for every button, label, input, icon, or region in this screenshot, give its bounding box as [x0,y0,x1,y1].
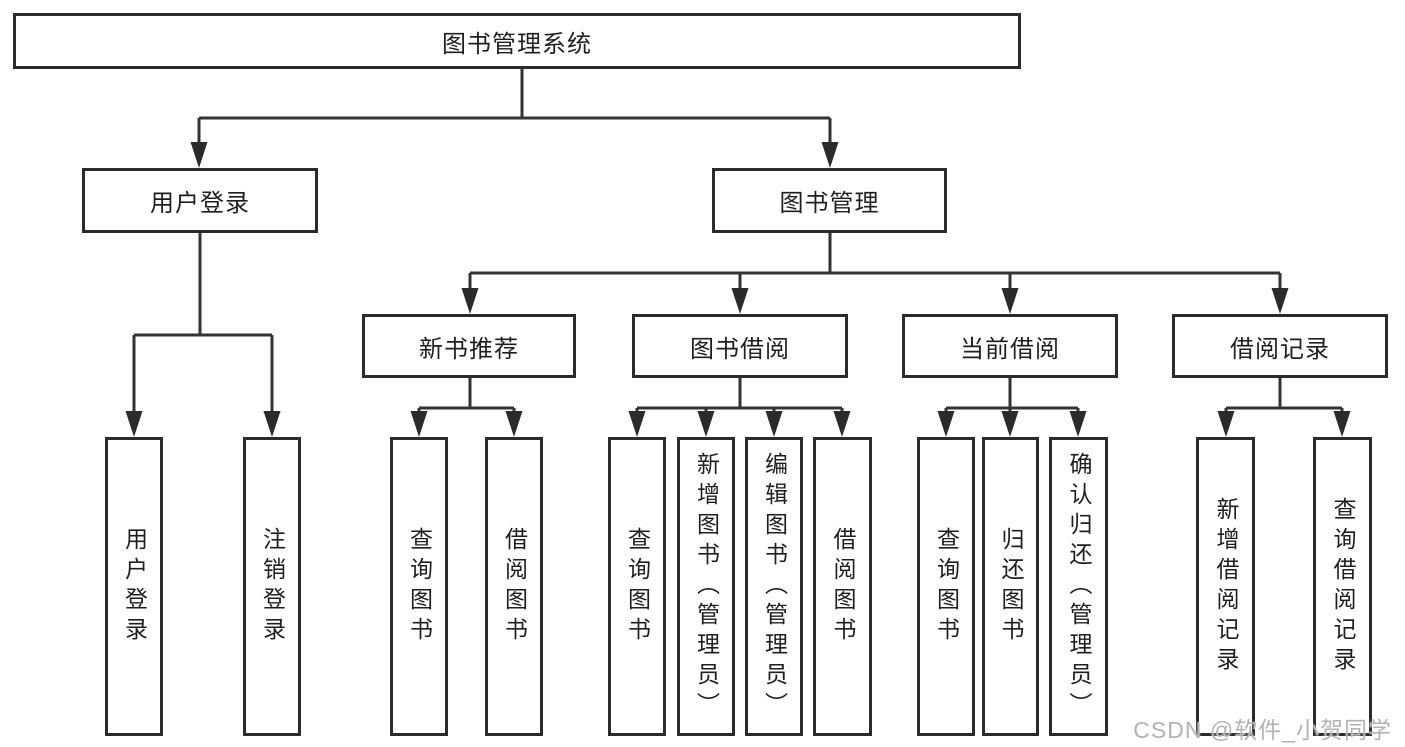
arrowheads [125,142,1351,437]
node-borrow-books-borrowing: 借阅图书 [813,437,872,736]
node-add-borrow-record: 新增借阅记录 [1196,437,1255,736]
node-library-management-system: 图书管理系统 [13,13,1021,69]
node-query-books-current: 查询图书 [917,437,975,736]
node-label: 确认归还（管理员） [1066,451,1092,722]
node-label: 查询借阅记录 [1330,496,1356,677]
node-query-borrow-record: 查询借阅记录 [1313,437,1372,736]
node-query-books-recommend: 查询图书 [390,437,448,736]
node-label: 图书管理 [779,190,880,217]
node-label: 用户登录 [121,526,148,647]
node-query-books-borrowing: 查询图书 [608,437,666,736]
node-user-login: 用户登录 [82,168,318,233]
node-label: 新增图书（管理员） [693,451,720,722]
node-confirm-return-admin: 确认归还（管理员） [1049,437,1108,736]
node-new-book-recommendation: 新书推荐 [362,314,576,378]
node-borrow-books-recommend: 借阅图书 [485,437,543,736]
node-label: 图书管理系统 [442,30,592,58]
node-label: 查询图书 [933,526,960,647]
node-label: 编辑图书（管理员） [761,451,788,722]
node-current-borrowing: 当前借阅 [902,314,1118,378]
node-user-login-action: 用户登录 [105,437,163,736]
node-label: 借阅图书 [501,526,528,647]
node-label: 用户登录 [150,190,250,217]
node-label: 归还图书 [998,526,1024,647]
node-logout-action: 注销登录 [243,437,301,736]
node-edit-book-admin: 编辑图书（管理员） [745,437,803,736]
node-label: 查询图书 [406,526,433,647]
node-borrowing-records: 借阅记录 [1172,314,1388,378]
node-return-book: 归还图书 [982,437,1039,736]
node-label: 注销登录 [259,526,286,647]
node-add-book-admin: 新增图书（管理员） [677,437,735,736]
node-label: 当前借阅 [960,335,1060,363]
node-label: 新增借阅记录 [1213,496,1239,677]
node-label: 查询图书 [624,526,651,647]
csdn-watermark: CSDN @软件_小贺同学 [1133,717,1392,743]
node-label: 新书推荐 [419,335,519,363]
node-book-borrowing: 图书借阅 [632,314,848,378]
node-label: 借阅记录 [1230,335,1330,363]
node-label: 借阅图书 [830,526,856,647]
node-label: 图书借阅 [690,335,790,363]
node-book-management: 图书管理 [712,168,947,233]
